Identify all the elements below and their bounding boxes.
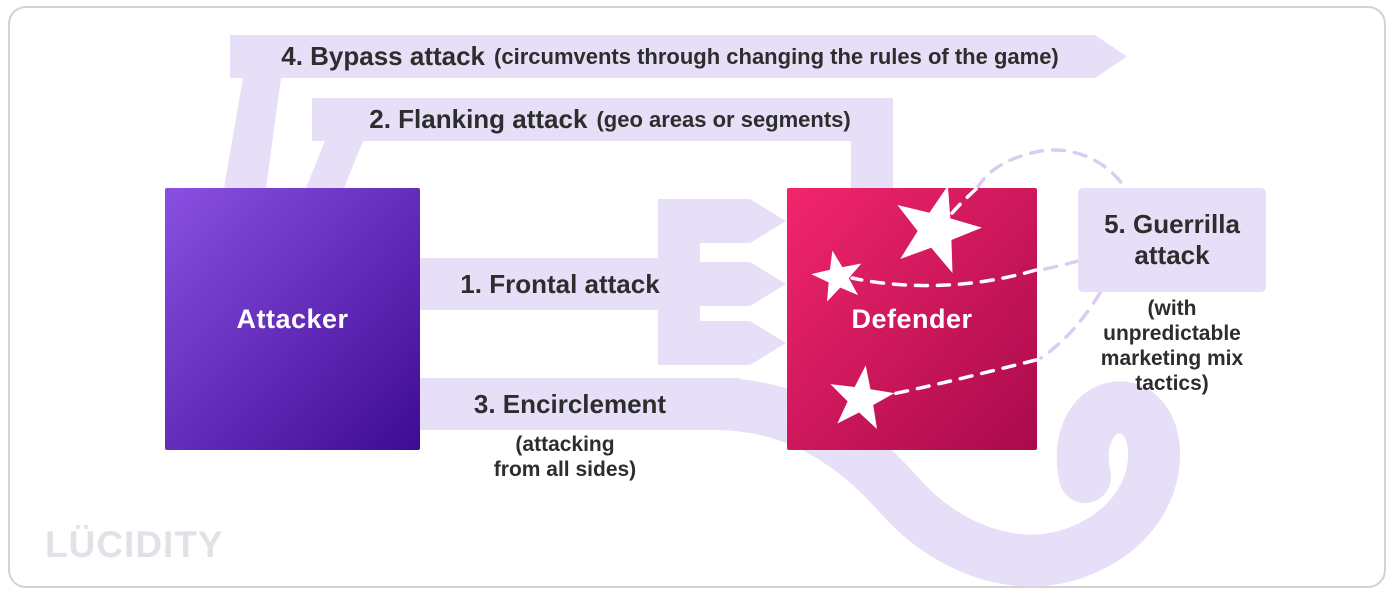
frontal-attack-title: 1. Frontal attack [460, 268, 660, 299]
encirclement-swoosh-arrow [694, 378, 1181, 587]
frontal-trident-bottom-tip [750, 321, 786, 365]
frontal-attack-arrow [420, 258, 700, 310]
guerrilla-dash-bottom [1039, 291, 1102, 360]
frontal-trident-top-prong [700, 199, 750, 243]
flanking-attack-label: 2. Flanking attack (geo areas or segment… [330, 98, 890, 141]
bypass-attack-arrow [230, 35, 1095, 78]
bypass-arrow-tail [224, 78, 281, 188]
attacker-box [165, 188, 420, 450]
encirclement-note-line-1: (attacking [515, 433, 615, 456]
guerrilla-attack-note: (with unpredictable marketing mix tactic… [1080, 296, 1264, 396]
encirclement-arrow [420, 378, 740, 430]
flanking-arrow-down-connector [851, 141, 893, 188]
encirclement-note: (attacking from all sides) [440, 432, 690, 482]
encirclement-title: 3. Encirclement [473, 388, 667, 419]
bypass-arrow-tip [1095, 35, 1127, 78]
frontal-attack-label: 1. Frontal attack [425, 258, 695, 310]
guerrilla-note-line-4: tactics) [1135, 372, 1209, 395]
frontal-trident-spine [658, 199, 700, 365]
guerrilla-dash-middle [1038, 259, 1080, 272]
guerrilla-note-line-1: (with [1147, 297, 1197, 320]
guerrilla-attack-title-line-1: 5. Guerrilla [1104, 209, 1240, 239]
attacker-label: Attacker [236, 303, 349, 334]
guerrilla-note-line-3: marketing mix [1100, 347, 1244, 370]
flanking-attack-title: 2. Flanking attack [369, 104, 588, 134]
defender-box [787, 188, 1037, 450]
bypass-attack-title: 4. Bypass attack [281, 41, 486, 71]
frontal-trident-mid-tip [750, 262, 786, 306]
encirclement-label: 3. Encirclement [420, 378, 720, 430]
bypass-attack-note: (circumvents through changing the rules … [494, 43, 1059, 69]
defender-label: Defender [851, 303, 973, 334]
encirclement-note-line-2: from all sides) [493, 458, 637, 481]
flanking-arrow-tail [306, 141, 363, 188]
guerrilla-dash-top [976, 148, 1140, 224]
guerrilla-attack-title-line-2: attack [1134, 240, 1210, 270]
frontal-trident-bottom-prong [700, 321, 750, 365]
frontal-trident-top-tip [750, 199, 786, 243]
guerrilla-attack-box: 5. Guerrilla attack [1078, 188, 1266, 292]
flanking-attack-arrow [312, 98, 893, 141]
bypass-attack-label: 4. Bypass attack (circumvents through ch… [240, 35, 1100, 78]
guerrilla-dash-middle-inner [850, 268, 1038, 288]
guerrilla-note-line-2: unpredictable [1103, 322, 1241, 345]
flanking-attack-note: (geo areas or segments) [596, 106, 851, 132]
attacker-label-wrap: Attacker [165, 188, 420, 450]
defender-label-wrap: Defender [787, 188, 1037, 450]
lucidity-logo: LÜCIDITY [45, 524, 224, 565]
guerrilla-dash-bottom-inner [876, 358, 1038, 399]
frontal-trident-mid-prong [700, 262, 750, 306]
